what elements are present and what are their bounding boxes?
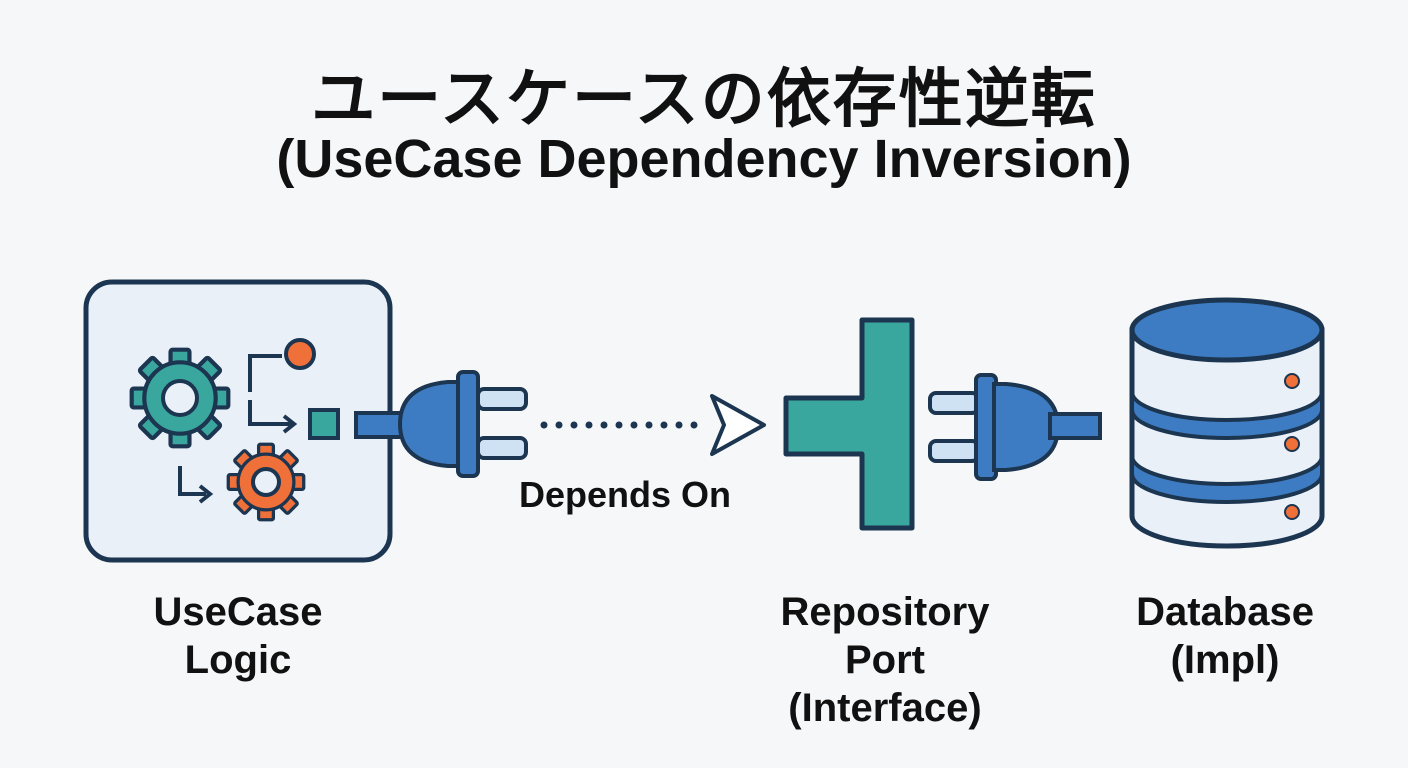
- usecase-node: [83, 279, 393, 563]
- usecase-plug-icon: [354, 370, 528, 478]
- usecase-label-line2: Logic: [184, 638, 292, 682]
- usecase-label: UseCase Logic: [118, 588, 358, 684]
- database-icon: [1129, 297, 1325, 549]
- database-label-line1: Database: [1136, 590, 1314, 634]
- port-label-line3: (Interface): [788, 686, 982, 730]
- usecase-label-line1: UseCase: [153, 590, 323, 634]
- depends-on-label: Depends On: [518, 474, 732, 515]
- database-label: Database (Impl): [1100, 588, 1350, 684]
- depends-on-arrow: [540, 394, 766, 456]
- port-label-line2: Port: [845, 638, 925, 682]
- database-label-line2: (Impl): [1170, 638, 1280, 682]
- socket-icon: [783, 317, 915, 531]
- database-plug-icon: [928, 373, 1102, 481]
- port-label: Repository Port (Interface): [740, 588, 1030, 732]
- gears-icon: [132, 338, 340, 522]
- port-label-line1: Repository: [780, 590, 990, 634]
- diagram-title: ユースケースの依存性逆転: [311, 63, 1097, 137]
- diagram-subtitle: (UseCase Dependency Inversion): [276, 129, 1132, 189]
